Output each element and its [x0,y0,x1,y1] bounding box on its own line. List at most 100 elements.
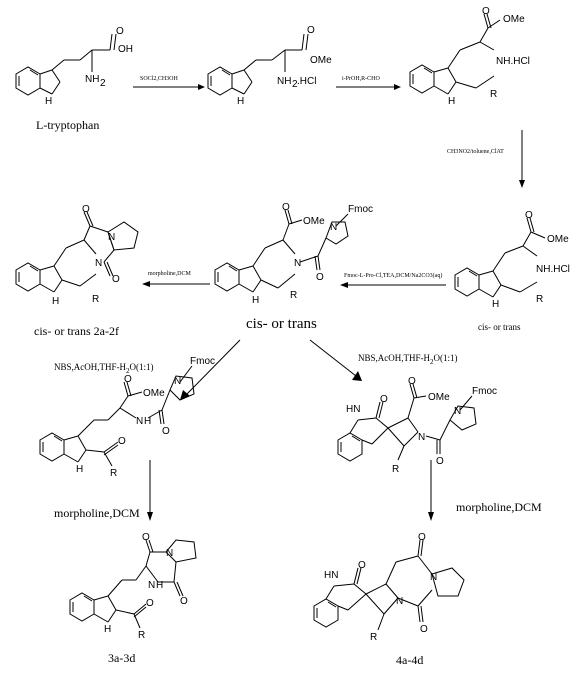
atom-fmoc: Fmoc [348,204,373,215]
label-cis-trans-main: cis- or trans [246,316,317,332]
atom-n-pro: N [430,572,437,583]
atom-nh-h: H [156,580,163,591]
label-cis-trans-thbc: cis- or trans [478,322,521,332]
atom-o: O [482,6,490,17]
atom-n-pro: N [166,548,173,559]
atom-hcl: .HCl [297,76,316,87]
atom-o: O [408,376,416,387]
arrow-head-step5 [142,281,150,287]
atom-n-pro: N [108,232,115,243]
atom-nh: N [148,580,155,591]
condition-step2: i-PrOH,R-CHO [342,76,381,82]
atom-nh: H [45,96,52,107]
atom-r: R [138,630,145,641]
arrow-head-step3 [519,180,525,188]
atom-nh: N [136,416,143,427]
atom-ome: OMe [428,392,450,403]
atom-nh: H [492,299,499,310]
condition-step1: SOCl2,CH3OH [140,76,179,82]
atom-ome: OMe [310,55,332,66]
atom-nh: H [52,296,59,307]
atom-nh2-sub: 2 [292,79,298,90]
atom-n-pro: N [330,222,337,233]
atom-nh: H [237,96,244,107]
atom-nh: H [252,295,259,306]
atom-nh-hcl: NH.HCl [496,56,530,67]
atom-r: R [392,464,399,475]
label-l-tryptophan: L-tryptophan [36,118,99,132]
atom-o-lower: O [420,624,428,635]
atom-o-amide: O [316,272,324,283]
condition-step3: CH3NO2/toluene,ClAT [447,149,504,155]
label-compound-4: 4a-4d [396,653,423,667]
molecule-fmoc-acyl-indole: O OMe N H N Fmoc O O R H [39,356,215,479]
arrow-head-step2 [394,84,401,90]
molecule-compound-2: O N N O H R [15,204,139,307]
atom-o: O [282,202,290,213]
atom-nh2: NH [85,74,99,85]
atom-nh-hcl: NH.HCl [536,264,570,275]
atom-o-oxindole: O [380,394,388,405]
atom-indole-nh: H [76,464,83,475]
arrow-head-step4 [340,282,348,288]
label-compound-3: 3a-3d [108,651,135,665]
atom-n-pro: N [174,376,181,387]
molecule-l-tryptophan: O OH NH 2 H [15,26,133,107]
atom-o: O [82,204,90,215]
atom-o: O [418,532,426,543]
atom-o-lower: O [112,274,120,285]
atom-oh: OH [118,44,133,55]
condition-step5: morpholine,DCM [148,271,191,277]
atom-r: R [490,89,497,100]
atom-nh: H [448,96,455,107]
atom-o-lower: O [180,596,188,607]
condition-step4: Fmoc-L-Pro-Cl,TEA,DCM/Na2CO3(aq) [344,272,442,279]
molecule-cis-trans-thbc: O OMe NH.HCl H R [454,210,570,310]
atom-n: N [294,258,301,269]
atom-o: O [525,210,533,221]
atom-fmoc: Fmoc [472,386,497,397]
label-compound-2: cis- or trans 2a-2f [34,324,119,338]
atom-hn: HN [346,404,360,415]
molecule-tetrahydro-beta-carboline: O OMe NH.HCl H R [409,6,530,107]
atom-indole-nh: H [104,624,111,635]
atom-o: O [142,532,150,543]
condition-step7-right: morpholine,DCM [456,500,542,514]
atom-ome: OMe [303,216,325,227]
condition-step6-left: NBS,AcOH,THF-H2O(1:1) [54,362,154,375]
arrow-step6-left [185,339,241,396]
atom-r: R [370,632,377,643]
arrow-head-step6-left [180,390,190,400]
atom-ome: OMe [503,14,525,25]
atom-o: O [307,25,315,36]
atom-nh2: NH [277,76,291,87]
atom-n: N [418,432,425,443]
atom-r: R [290,290,297,301]
arrow-head-step7-left [147,512,153,521]
arrow-head-step7-right [428,512,434,521]
atom-r: R [536,294,543,305]
atom-o: O [116,26,124,37]
atom-o-ketone: O [118,436,126,447]
atom-nh2-sub: 2 [100,78,106,89]
molecule-spirooxindole: HN O O OMe N N Fmoc O R [337,376,497,475]
atom-r: R [110,468,117,479]
atom-o-amide: O [436,456,444,467]
atom-n: N [396,596,403,607]
molecule-compound-4: HN O O N N O R [313,532,465,643]
arrow-head-step1 [198,84,205,90]
atom-o-amide: O [162,426,170,437]
atom-n-pro: N [454,406,461,417]
molecule-fmoc-pro-thbc: O OMe N O N Fmoc H R [214,202,373,306]
atom-ome: OMe [143,388,165,399]
condition-step6-right: NBS,AcOH,THF-H2O(1:1) [358,353,458,366]
molecule-compound-3: O N N H O O R H [69,532,197,641]
atom-o-ketone: O [146,598,154,609]
atom-o: O [124,374,132,385]
atom-o-oxindole: O [358,560,366,571]
atom-n: N [95,258,102,269]
atom-ome: OMe [547,234,569,245]
atom-r: R [92,294,99,305]
atom-fmoc: Fmoc [190,356,215,367]
